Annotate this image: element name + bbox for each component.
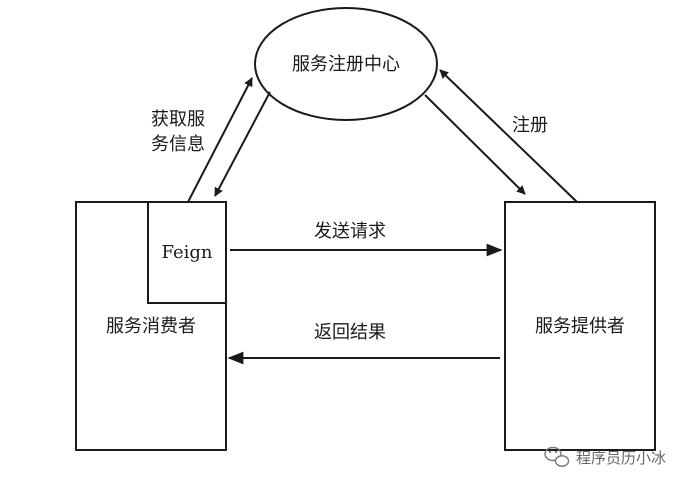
return-result-label: 返回结果 <box>314 322 386 343</box>
get-info-response-arrow <box>214 91 271 197</box>
watermark-text: 程序员历小冰 <box>576 449 666 467</box>
wechat-icon <box>544 446 570 467</box>
provider-label: 服务提供者 <box>535 316 625 337</box>
provider-box <box>504 201 656 451</box>
register-label: 注册 <box>512 115 548 136</box>
get-info-label-line1: 获取服 <box>151 109 205 130</box>
send-request-label: 发送请求 <box>314 221 386 242</box>
get-info-label-line2: 务信息 <box>151 134 205 155</box>
feign-box <box>147 201 227 304</box>
get-info-request-arrow <box>187 77 253 203</box>
registry-to-provider-arrow <box>424 94 526 195</box>
registry-ellipse <box>254 7 438 121</box>
feign-label: Feign <box>161 242 212 263</box>
register-arrow <box>439 69 578 203</box>
consumer-label: 服务消费者 <box>106 316 196 337</box>
registry-label: 服务注册中心 <box>292 54 400 75</box>
